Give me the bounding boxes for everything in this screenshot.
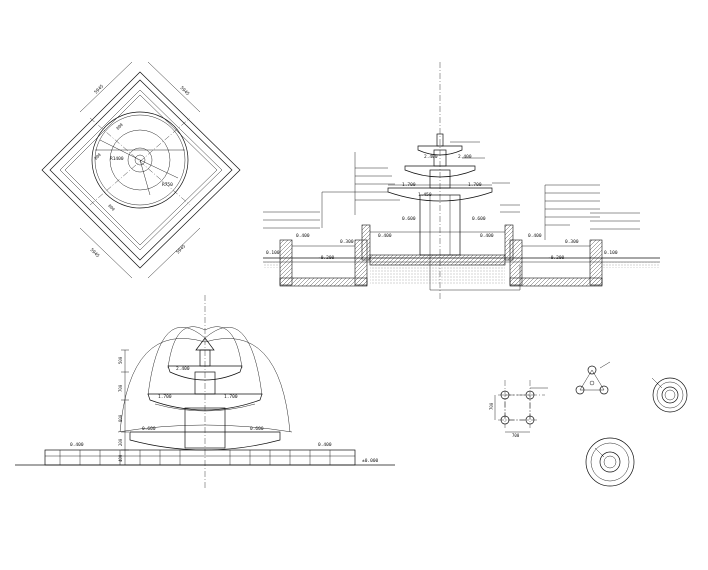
plan-dim-5: 800 — [115, 122, 124, 131]
sec-level-right-pool: 0.400 — [528, 233, 542, 239]
sec-level-left-bottom: -0.200 — [318, 255, 335, 261]
front-level-tier2-left: 1.700 — [158, 394, 172, 400]
front-dim-2: 700 — [118, 384, 123, 392]
sec-level-left-rim: 0.300 — [340, 239, 354, 245]
sec-level-left-pool: 0.400 — [296, 233, 310, 239]
sec-level-tier2: 1.700 — [402, 182, 416, 188]
sec-level-tier2-right: 1.700 — [468, 182, 482, 188]
front-dim-5: 400 — [118, 454, 123, 462]
section-elevation: 2.400 2.400 1.700 1.700 1.450 0.600 0.60… — [263, 62, 660, 300]
grid-dim-h: 700 — [512, 433, 520, 438]
plan-radius-1: R1400 — [110, 156, 124, 162]
sec-level-right-ground: 0.100 — [604, 250, 618, 256]
plan-view: 5945 5945 5945 5945 R1400 R750 800 800 8… — [41, 61, 241, 279]
plan-dim-4: 5945 — [175, 243, 187, 255]
plan-dim-3: 5945 — [89, 247, 101, 259]
front-level-base-right: 0.600 — [250, 426, 264, 432]
detail-ring-large — [585, 437, 635, 487]
sec-level-right-bottom: -0.200 — [548, 255, 565, 261]
plan-dim-7: 800 — [107, 203, 116, 212]
front-level-base-left: 0.600 — [142, 426, 156, 432]
front-dim-1: 500 — [118, 356, 123, 364]
detail-grid: 700 700 — [489, 380, 548, 438]
sec-level-mid: 1.450 — [418, 192, 432, 198]
sec-level-right-rim: 0.300 — [565, 239, 579, 245]
sec-level-left-ground: 0.100 — [266, 250, 280, 256]
sec-level-top: 2.400 — [424, 154, 438, 160]
front-level-top: 2.400 — [176, 366, 190, 372]
plan-dim-6: 800 — [93, 152, 102, 161]
front-level-ground: ±0.000 — [362, 458, 379, 464]
sec-level-left-basin: 0.400 — [378, 233, 392, 239]
sec-level-right-basin: 0.400 — [480, 233, 494, 239]
detail-triangle — [575, 361, 611, 395]
plan-radius-2: R750 — [162, 182, 173, 188]
plan-dim-2: 5945 — [179, 85, 191, 97]
detail-ring-small — [651, 377, 688, 413]
front-dim-4: 200 — [118, 438, 123, 446]
sec-level-top-right: 2.400 — [458, 154, 472, 160]
grid-dim-v: 700 — [489, 402, 494, 410]
front-level-pool-left: 0.400 — [70, 442, 84, 448]
plan-dim-1: 5945 — [93, 83, 105, 95]
front-dim-3: 800 — [118, 414, 123, 422]
sec-level-left-inner: 0.600 — [402, 216, 416, 222]
front-level-tier2-right: 1.700 — [224, 394, 238, 400]
front-elevation: 500 700 800 200 400 2.400 1.700 1.700 0.… — [15, 295, 395, 490]
front-level-pool-right: 0.400 — [318, 442, 332, 448]
sec-level-right-inner: 0.600 — [472, 216, 486, 222]
